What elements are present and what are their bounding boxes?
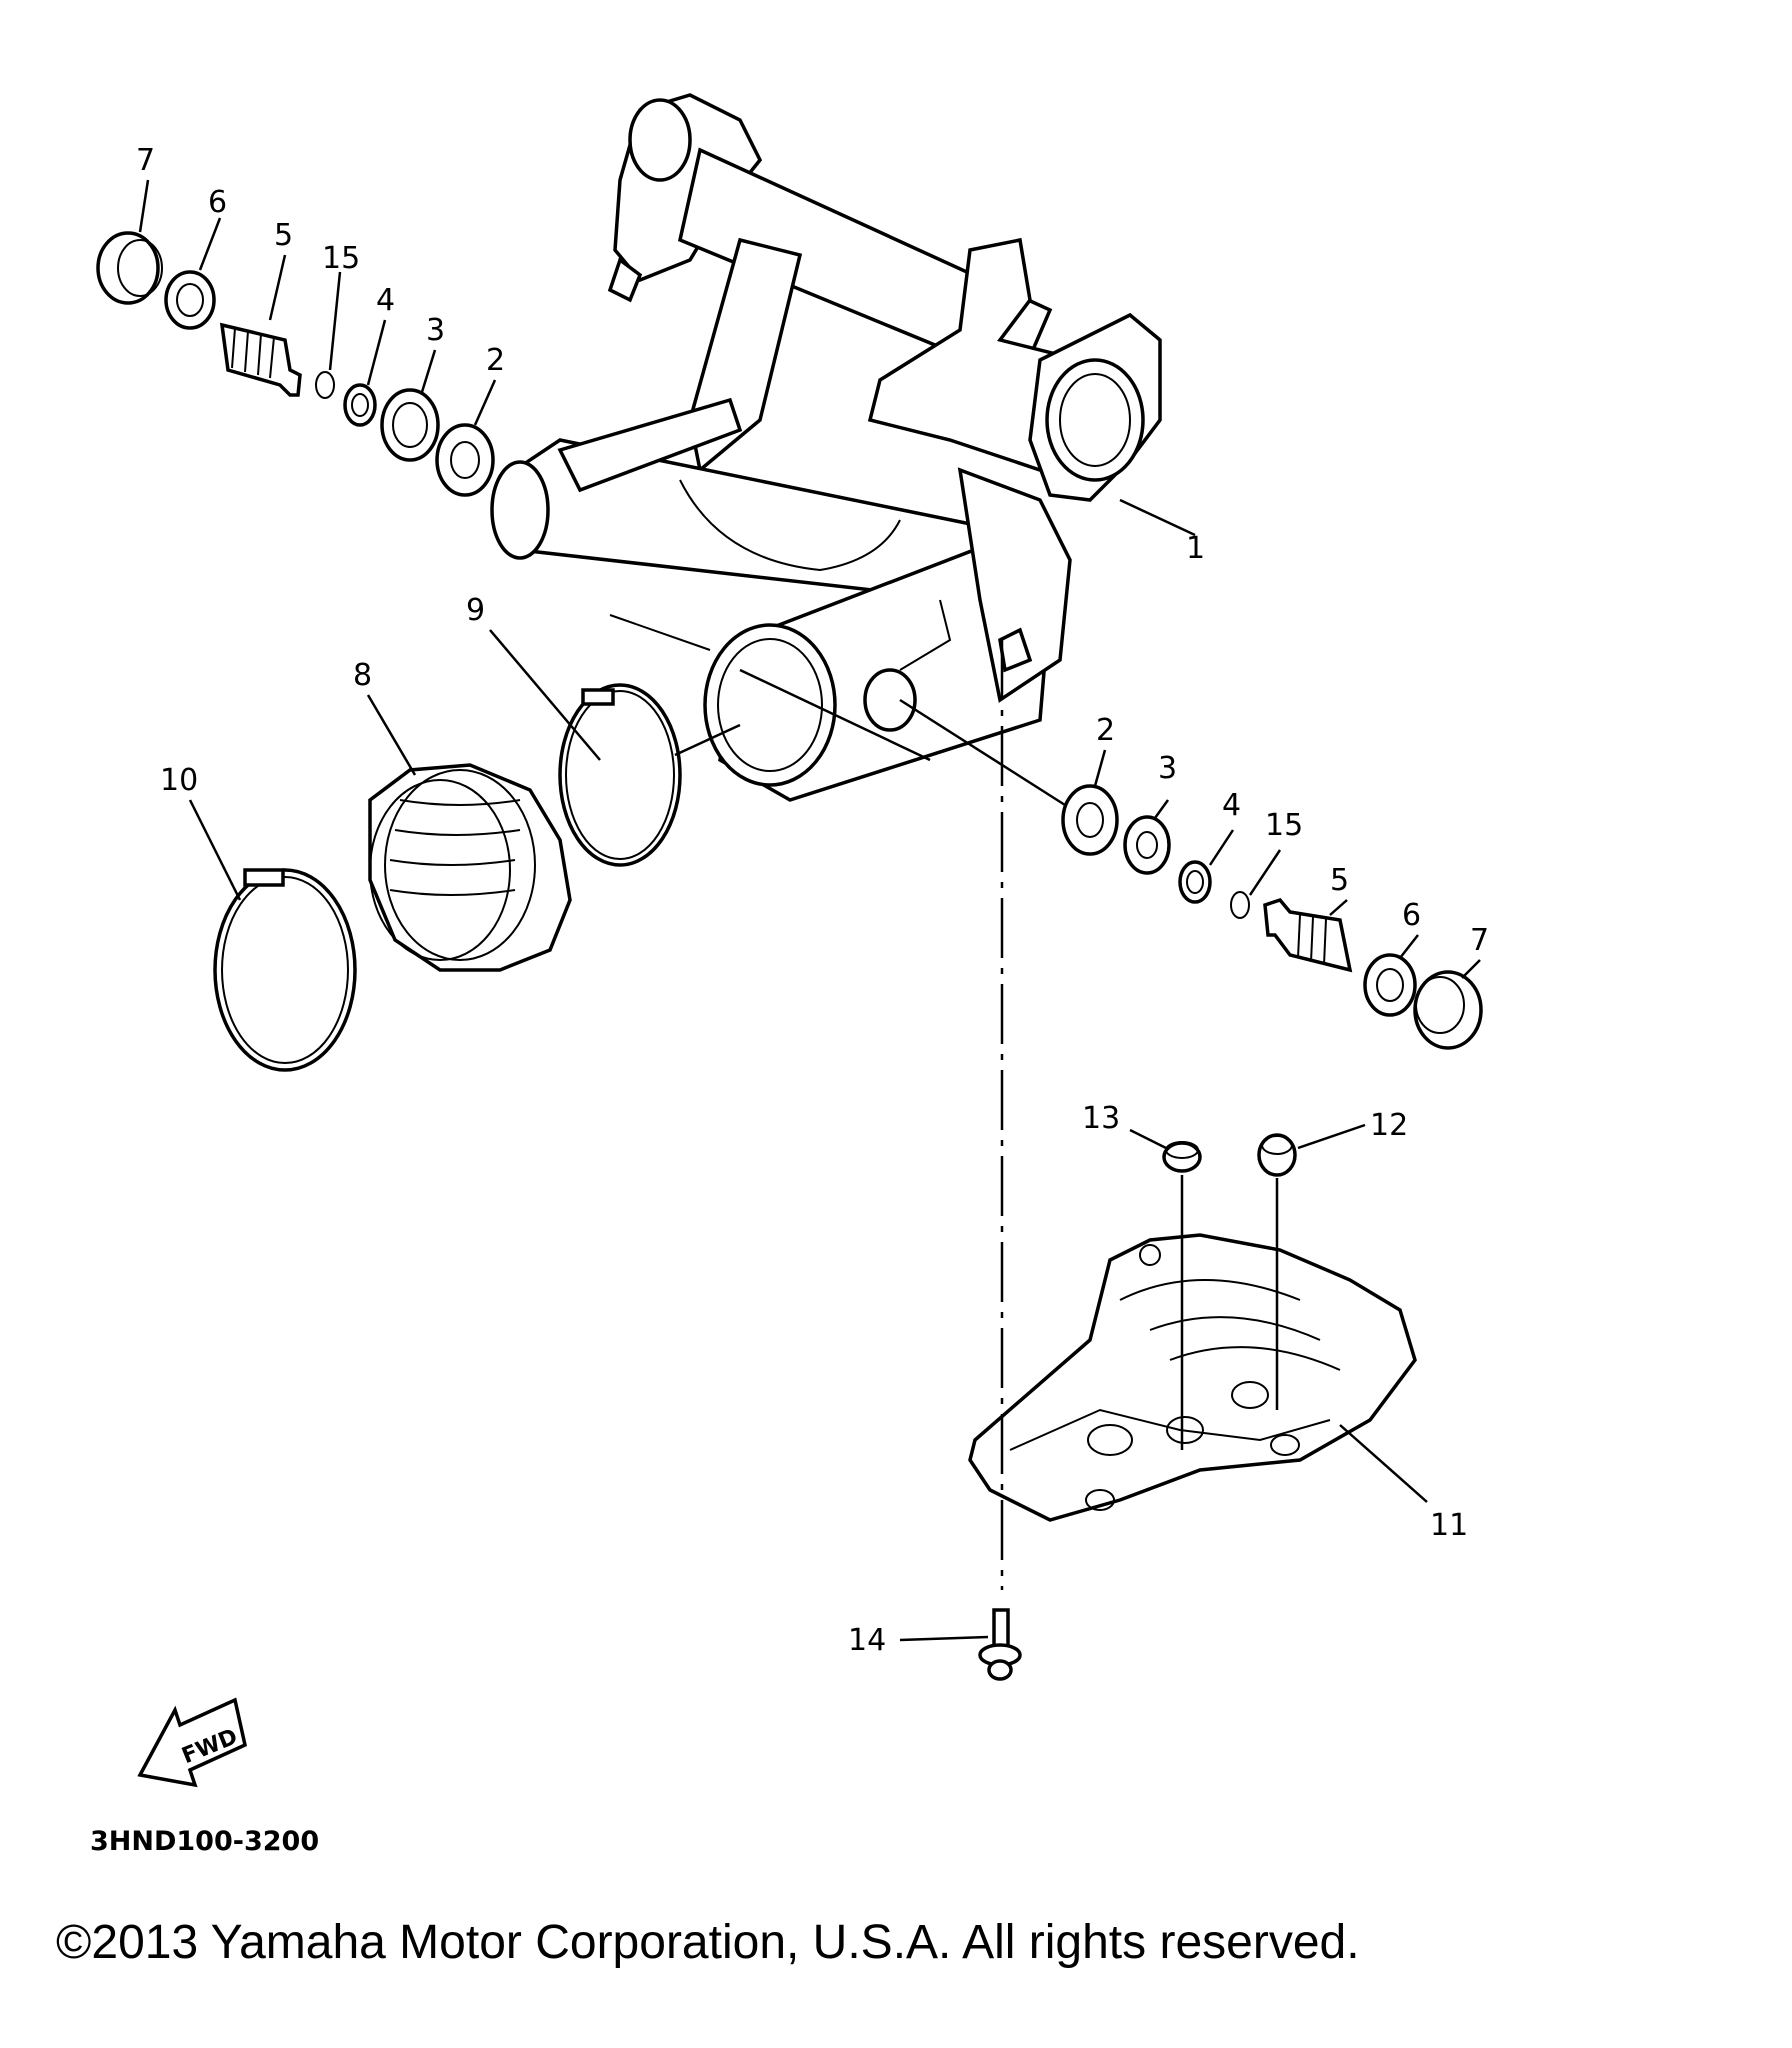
callout-7-right: 7: [1470, 923, 1489, 958]
part-6-nut-right: [1363, 953, 1417, 1017]
part-4-seal-right: [1178, 860, 1212, 904]
callout-11: 11: [1430, 1508, 1468, 1543]
part-4-seal-left: [343, 383, 377, 427]
swingarm-part: [490, 93, 1162, 802]
callout-5-left: 5: [274, 218, 293, 253]
callout-10: 10: [160, 763, 198, 798]
part-14-bolt: [978, 1608, 1022, 1681]
part-15-o-ring-right: [1230, 891, 1250, 919]
part-8-boot: [368, 763, 572, 972]
fwd-arrow-icon: FWD: [137, 1697, 248, 1788]
callout-2-right: 2: [1096, 713, 1115, 748]
diagram-code: 3HND100-3200: [90, 1826, 319, 1857]
part-6-nut-left: [164, 270, 216, 330]
callout-1: 1: [1186, 531, 1205, 566]
callout-13: 13: [1082, 1101, 1120, 1136]
part-5-pivot-shaft-right: [1263, 897, 1353, 973]
callout-2-left: 2: [486, 343, 505, 378]
part-10-clamp: [213, 868, 357, 1072]
part-2-bearing-right: [1061, 784, 1119, 856]
callout-12: 12: [1370, 1108, 1408, 1143]
callout-9: 9: [466, 593, 485, 628]
callout-3-right: 3: [1158, 751, 1177, 786]
part-5-pivot-shaft-left: [219, 322, 302, 397]
part-7-cap-right: [1413, 970, 1483, 1050]
callout-15-left: 15: [322, 241, 360, 276]
callout-5-right: 5: [1330, 863, 1349, 898]
part-12-bolt: [1257, 1133, 1297, 1177]
callout-4-right: 4: [1222, 788, 1241, 823]
copyright-notice: ©2013 Yamaha Motor Corporation, U.S.A. A…: [56, 1916, 1360, 1969]
part-2-bearing-left: [435, 423, 495, 497]
part-13-grommet: [1162, 1141, 1202, 1173]
leader-lines: [138, 179, 1481, 1642]
part-3-washer-left: [380, 388, 440, 462]
callout-7-left: 7: [136, 143, 155, 178]
part-11-guard: [968, 1233, 1417, 1522]
part-9-clamp: [558, 683, 682, 867]
callout-14: 14: [848, 1623, 886, 1658]
part-15-o-ring-left: [315, 371, 335, 399]
callout-labels: 7 6 5 15 4 3 2 1 9 8 10 2 3 4 15 5 6 7 1…: [136, 143, 1489, 1658]
callout-15-right: 15: [1265, 808, 1303, 843]
callout-6-right: 6: [1402, 898, 1421, 933]
callout-4-left: 4: [376, 283, 395, 318]
part-3-washer-right: [1123, 815, 1171, 875]
callout-3-left: 3: [426, 313, 445, 348]
callout-6-left: 6: [208, 185, 227, 220]
part-7-cap-left: [96, 231, 163, 305]
callout-8: 8: [353, 658, 372, 693]
